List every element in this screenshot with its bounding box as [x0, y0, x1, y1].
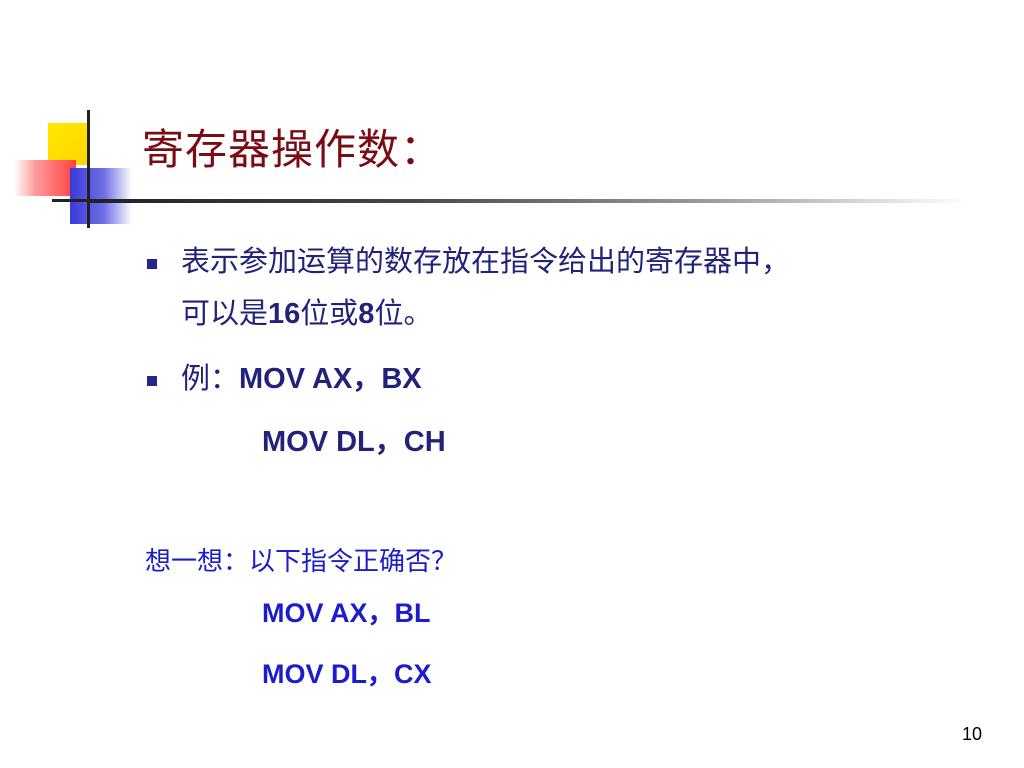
- decor-red-gradient-bar: [14, 160, 76, 196]
- question-code-1: MOV AX，BL: [262, 598, 431, 628]
- decor-blue-gradient-square: [70, 168, 132, 224]
- bullet-square-icon: [147, 259, 157, 269]
- text-segment: 可以是: [181, 296, 269, 330]
- text-segment: 位。: [374, 296, 433, 330]
- question-text: 想一想：以下指令正确否？: [145, 547, 458, 577]
- bullet-1-line-2: 可以是16位或8位。: [181, 299, 432, 329]
- text-segment: 位或: [300, 296, 359, 330]
- decor-vertical-line: [87, 110, 90, 228]
- bullet-1-line-1: 表示参加运算的数存放在指令给出的寄存器中，: [181, 244, 791, 278]
- question-code-2: MOV DL，CX: [262, 659, 432, 689]
- example-prefix: 例：: [181, 361, 240, 395]
- page-number: 10: [962, 724, 983, 744]
- bullet-2-line-1: 例：MOV AX，BX: [181, 364, 422, 394]
- number-16: 16: [268, 298, 301, 330]
- bullet-square-icon: [147, 376, 157, 386]
- slide-title: 寄存器操作数：: [142, 125, 444, 174]
- number-8: 8: [358, 298, 375, 330]
- example-code-1: MOV AX，BX: [239, 363, 422, 395]
- decor-yellow-square: [48, 123, 90, 165]
- title-underline-rule: [88, 199, 968, 203]
- example-code-2: MOV DL，CH: [262, 426, 446, 458]
